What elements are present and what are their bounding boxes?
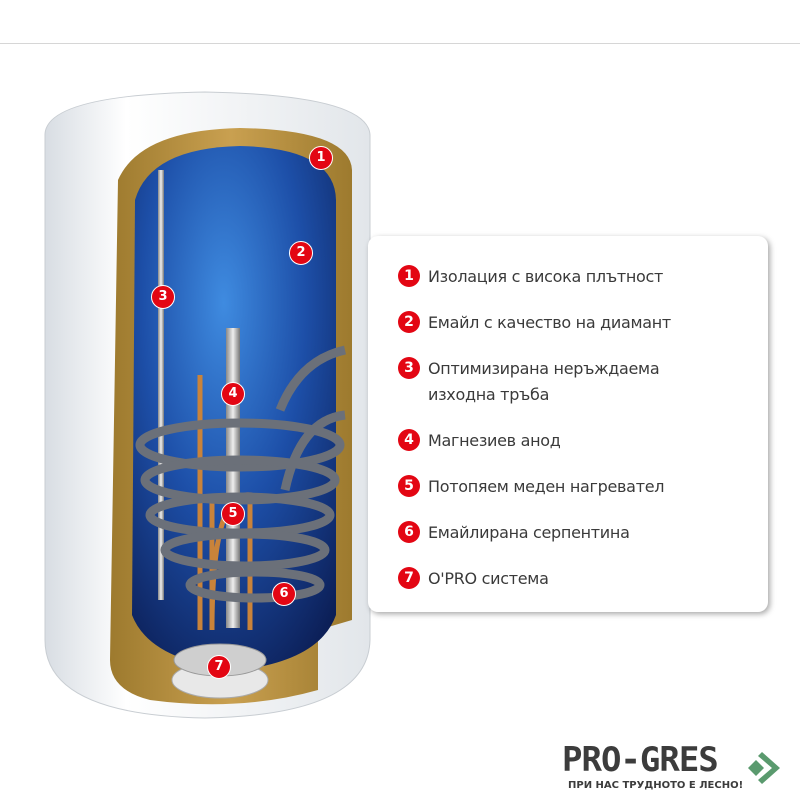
logo-chevron-icon — [748, 752, 780, 784]
legend-item: 1 Изолация с висока плътност — [398, 264, 748, 290]
callout-marker-3: 3 — [151, 285, 175, 309]
legend-label: Магнезиев анод — [428, 431, 561, 450]
logo-tagline: ПРИ НАС ТРУДНОТО Е ЛЕСНО! — [568, 780, 744, 791]
callout-marker-6: 6 — [272, 582, 296, 606]
top-divider — [0, 43, 800, 44]
legend-list: 1 Изолация с висока плътност 2 Емайл с кач… — [398, 264, 748, 612]
legend-item: 7 O'PRO система — [398, 566, 748, 592]
outlet-pipe — [158, 170, 164, 600]
number-badge: 5 — [398, 475, 420, 497]
legend-label: Потопяем меден нагревател — [428, 477, 665, 496]
legend-label: Емайлирана серпентина — [428, 523, 630, 542]
number-badge: 3 — [398, 357, 420, 379]
number-badge: 2 — [398, 311, 420, 333]
legend-item: 3 Оптимизирана неръждаема изходна тръба — [398, 356, 748, 408]
legend-item: 6 Емайлирана серпентина — [398, 520, 748, 546]
legend-label: Изолация с висока плътност — [428, 267, 664, 286]
legend-label: Оптимизирана неръждаема изходна тръба — [428, 359, 660, 404]
enameled-coil — [135, 345, 347, 603]
number-badge: 4 — [398, 429, 420, 451]
legend-panel — [368, 236, 768, 612]
number-badge: 6 — [398, 521, 420, 543]
legend-item: 2 Емайл с качество на диамант — [398, 310, 748, 336]
number-badge: 1 — [398, 265, 420, 287]
logo-name: PRO-GRES — [562, 740, 719, 780]
callout-marker-7: 7 — [207, 655, 231, 679]
callout-marker-1: 1 — [309, 146, 333, 170]
number-badge: 7 — [398, 567, 420, 589]
magnesium-anode — [226, 328, 240, 628]
legend-item: 4 Магнезиев анод — [398, 428, 748, 454]
legend-item: 5 Потопяем меден нагревател — [398, 474, 748, 500]
brand-logo: PRO-GRES ПРИ НАС ТРУДНОТО Е ЛЕСНО! — [562, 742, 743, 791]
callout-marker-5: 5 — [221, 502, 245, 526]
callout-marker-2: 2 — [289, 241, 313, 265]
legend-label: O'PRO система — [428, 569, 549, 588]
callout-marker-4: 4 — [221, 382, 245, 406]
legend-label: Емайл с качество на диамант — [428, 313, 671, 332]
